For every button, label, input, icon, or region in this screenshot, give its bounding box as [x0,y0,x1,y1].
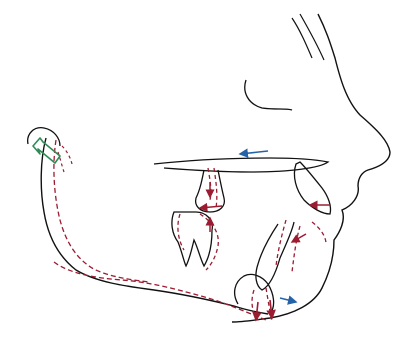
lower-incisor-arrow [292,234,306,242]
orbit [245,80,292,110]
lower-incisor [256,222,294,290]
condyle-change [58,146,72,172]
nasal-bone [292,14,324,60]
palatal-plane [154,158,328,172]
chin-down-arrow-2 [270,300,272,318]
chin-change [252,288,272,322]
maxilla-forward-arrow [240,151,268,154]
lower-molar [172,212,212,266]
chin-forward-arrow [280,298,296,302]
lower-incisor-change [276,220,326,272]
molar-forward-arrow [200,206,222,208]
